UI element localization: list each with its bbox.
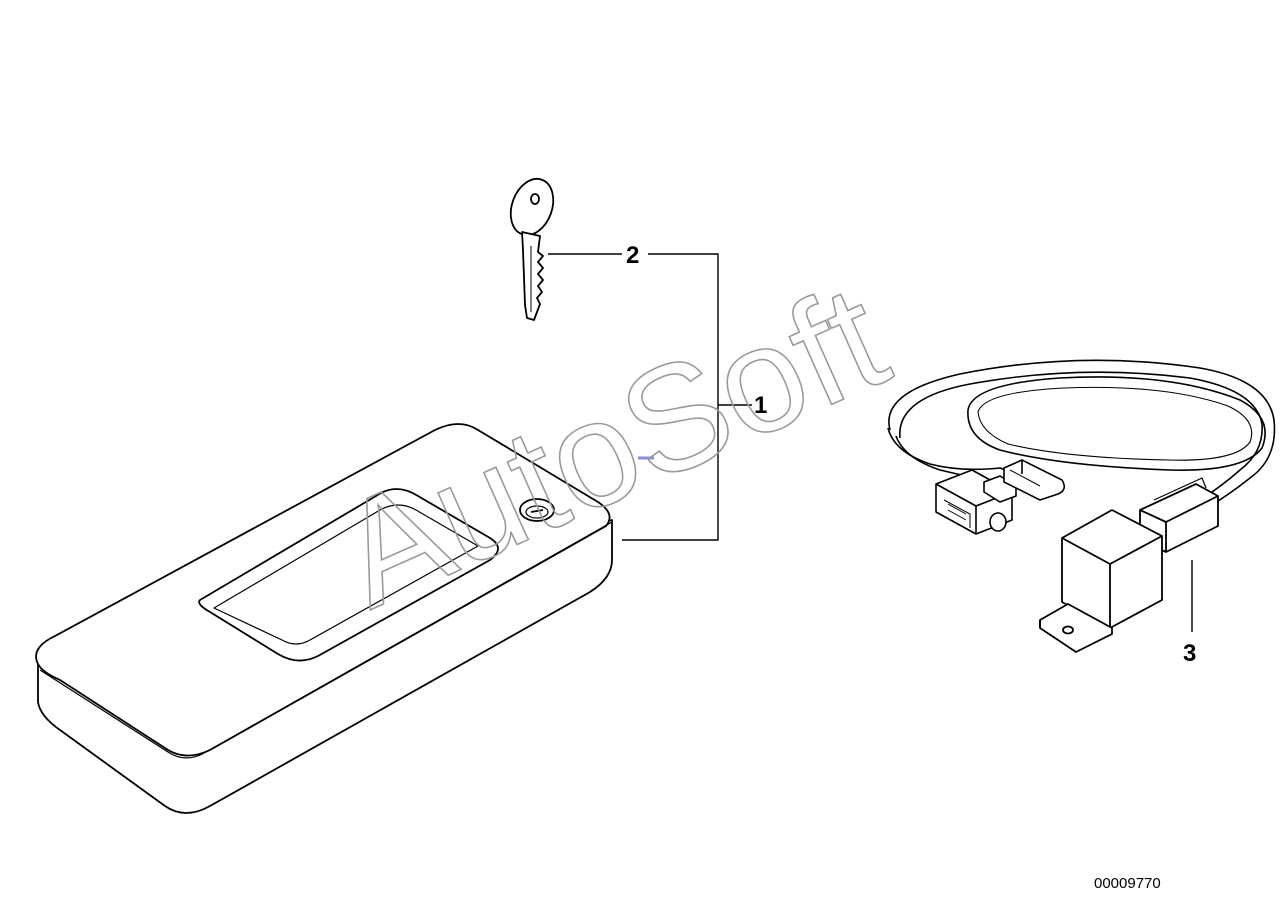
lock-tray-part[interactable] — [35, 423, 613, 814]
diagram-id: 00009770 — [1094, 875, 1161, 892]
relay-box[interactable] — [1039, 477, 1219, 653]
sensor-tip[interactable] — [1003, 459, 1066, 501]
leader-lines — [548, 253, 1193, 632]
key-part[interactable] — [503, 173, 560, 321]
callout-2: 2 — [626, 242, 639, 269]
relay-cable-part[interactable] — [887, 359, 1276, 507]
callout-1: 1 — [754, 392, 767, 419]
callout-3: 3 — [1183, 640, 1196, 667]
connector-plug[interactable] — [935, 469, 1017, 535]
